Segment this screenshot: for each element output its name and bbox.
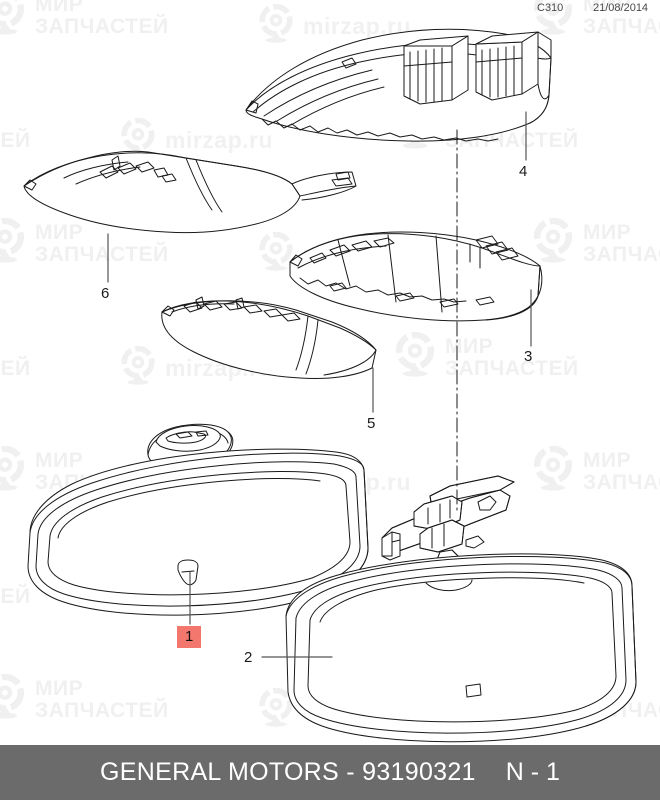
footer-page-label: N - 1	[505, 758, 560, 786]
callout-1[interactable]: 1	[177, 626, 202, 648]
header-date: 21/08/2014	[593, 2, 649, 14]
part-5-lower-trim	[161, 296, 377, 379]
footer-manufacturer-part: GENERAL MOTORS - 93190321	[100, 758, 476, 786]
callout-3[interactable]: 3	[524, 348, 533, 365]
footer-bar: GENERAL MOTORS - 93190321 N - 1	[0, 745, 660, 800]
callout-2[interactable]: 2	[244, 649, 253, 666]
callout-5[interactable]: 5	[367, 415, 376, 432]
header-model-code: C310	[537, 2, 564, 14]
callout-4[interactable]: 4	[519, 163, 528, 180]
part-3-centre-trim	[289, 231, 543, 322]
callout-leaders	[107, 111, 532, 658]
callout-6[interactable]: 6	[101, 285, 110, 302]
part-6-side-housing	[23, 150, 357, 234]
part-4-mirror-housing-cover	[245, 28, 552, 142]
